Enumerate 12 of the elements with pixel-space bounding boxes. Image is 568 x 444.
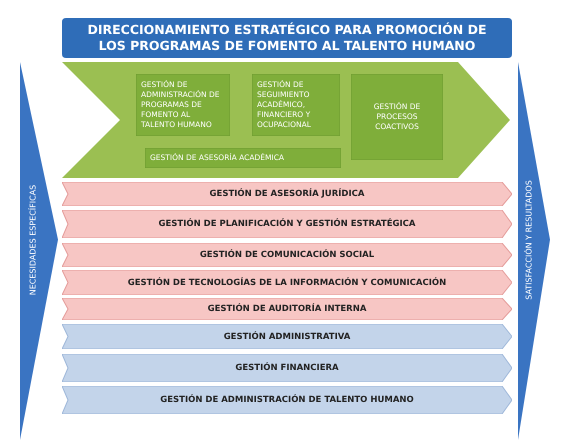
process-bar: GESTIÓN DE ASESORÍA JURÍDICA	[62, 182, 512, 206]
process-bar: GESTIÓN DE AUDITORÍA INTERNA	[62, 298, 512, 320]
process-bar: GESTIÓN DE TECNOLOGÍAS DE LA INFORMACIÓN Y COMUNICACIÓN	[62, 270, 512, 295]
process-bar: GESTIÓN DE PLANIFICACIÓN Y GESTIÓN ESTRATÉGICA	[62, 210, 512, 238]
side-arrow: NECESIDADES ESPECÍFICAS	[20, 62, 58, 440]
side-arrow: SATISFACCIÓN Y RESULTADOS	[518, 62, 550, 440]
chevron-band	[62, 62, 510, 178]
process-bar: GESTIÓN ADMINISTRATIVA	[62, 324, 512, 349]
process-bar: GESTIÓN DE ADMINISTRACIÓN DE TALENTO HUMANO	[62, 386, 512, 414]
process-bar: GESTIÓN FINANCIERA	[62, 354, 512, 382]
process-bar: GESTIÓN DE COMUNICACIÓN SOCIAL	[62, 243, 512, 267]
header-banner: DIRECCIONAMIENTO ESTRATÉGICO PARA PROMOCIÓN DE LOS PROGRAMAS DE FOMENTO AL TALENTO HUMANO	[62, 18, 512, 58]
